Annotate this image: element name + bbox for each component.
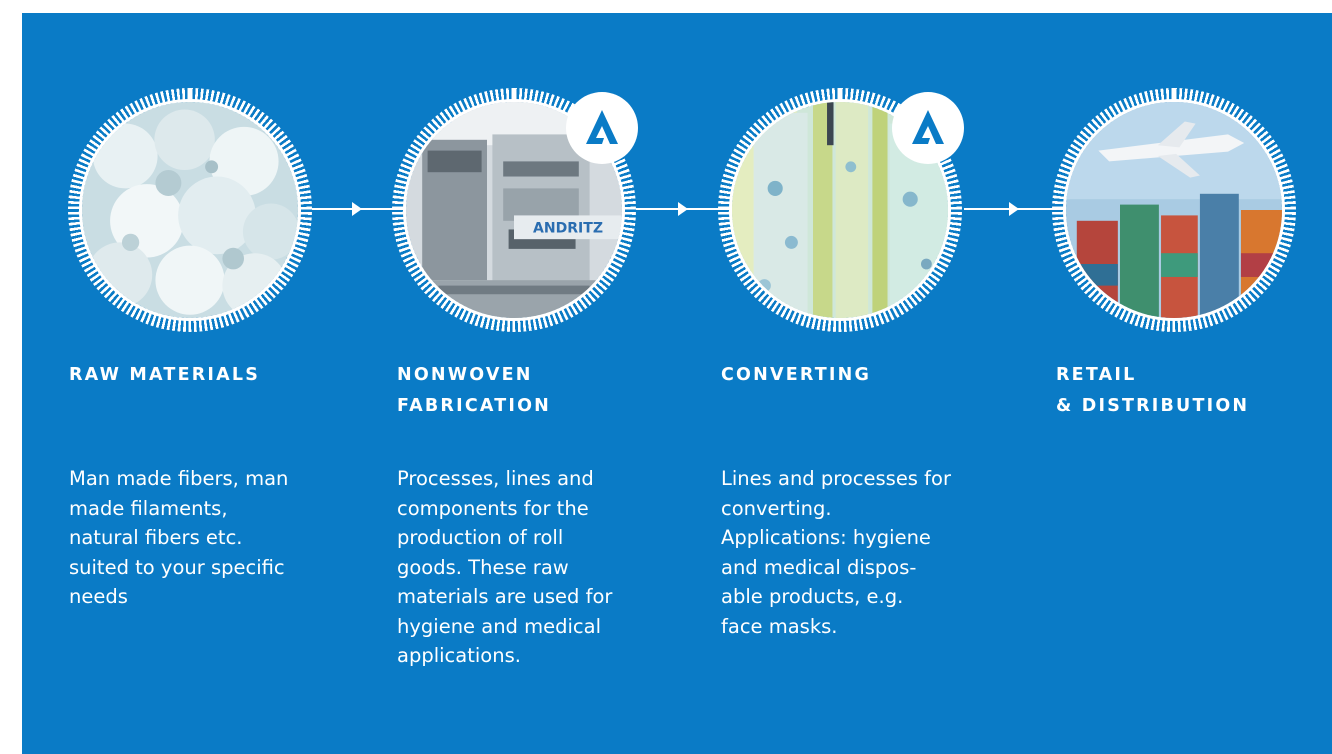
description-line: made filaments, (69, 496, 228, 520)
stage-title-line: FABRICATION (397, 396, 552, 416)
value-chain-panel: ANDRITZ (22, 13, 1332, 754)
andritz-logo-icon (566, 92, 638, 164)
stage-image-retail-distribution (1052, 88, 1296, 332)
connector-line (312, 208, 422, 210)
description-line: Processes, lines and (397, 467, 594, 490)
machine-label: ANDRITZ (533, 221, 603, 237)
description-line: Man made fibers, man (69, 467, 289, 490)
description-line: applications. (397, 644, 521, 667)
description-line: converting. (721, 496, 832, 520)
arrow-right-icon (1009, 202, 1019, 216)
description-line: Applications: hygiene (721, 526, 931, 549)
description-line: goods. These raw (397, 555, 569, 579)
arrow-right-icon (352, 202, 362, 216)
description-line: able products, e.g. (721, 585, 904, 608)
description-line: suited to your specific (69, 555, 285, 579)
stage-title-line: CONVERTING (721, 365, 872, 385)
stage-title-converting: CONVERTING (721, 360, 981, 391)
stage-title-line: NONWOVEN (397, 365, 533, 385)
description-line: Lines and processes for (721, 467, 951, 490)
description-line: hygiene and medical (397, 614, 602, 638)
description-line: components for the (397, 496, 589, 520)
cargo-plane-containers-photo (1063, 99, 1285, 321)
connector-line (964, 208, 1078, 210)
description-line: natural fibers etc. (69, 526, 243, 549)
description-line: and medical dispos- (721, 555, 917, 579)
description-line: production of roll (397, 526, 564, 549)
stage-title-line: RETAIL (1056, 365, 1137, 385)
stage-image-raw-materials (68, 88, 312, 332)
andritz-logo-icon (892, 92, 964, 164)
stage-description-raw-materials: Man made fibers, man made filaments, nat… (69, 464, 344, 612)
folded-fabric-photo (729, 99, 951, 321)
arrow-right-icon (678, 202, 688, 216)
stage-image-nonwoven-fabrication: ANDRITZ (392, 88, 638, 332)
description-line: materials are used for (397, 585, 613, 608)
stage-title-retail-distribution: RETAIL & DISTRIBUTION (1056, 360, 1316, 422)
stage-description-nonwoven-fabrication: Processes, lines and components for the … (397, 464, 672, 671)
connector-line (636, 208, 750, 210)
description-line: face masks. (721, 614, 838, 638)
stage-image-converting (718, 88, 964, 332)
stage-title-line: RAW MATERIALS (69, 365, 261, 385)
stage-description-converting: Lines and processes for converting. Appl… (721, 464, 996, 641)
cotton-fibers-photo (79, 99, 301, 321)
stage-title-raw-materials: RAW MATERIALS (69, 360, 329, 391)
description-line: needs (69, 585, 128, 608)
stage-title-nonwoven-fabrication: NONWOVEN FABRICATION (397, 360, 657, 422)
stage-title-line: & DISTRIBUTION (1056, 396, 1250, 416)
